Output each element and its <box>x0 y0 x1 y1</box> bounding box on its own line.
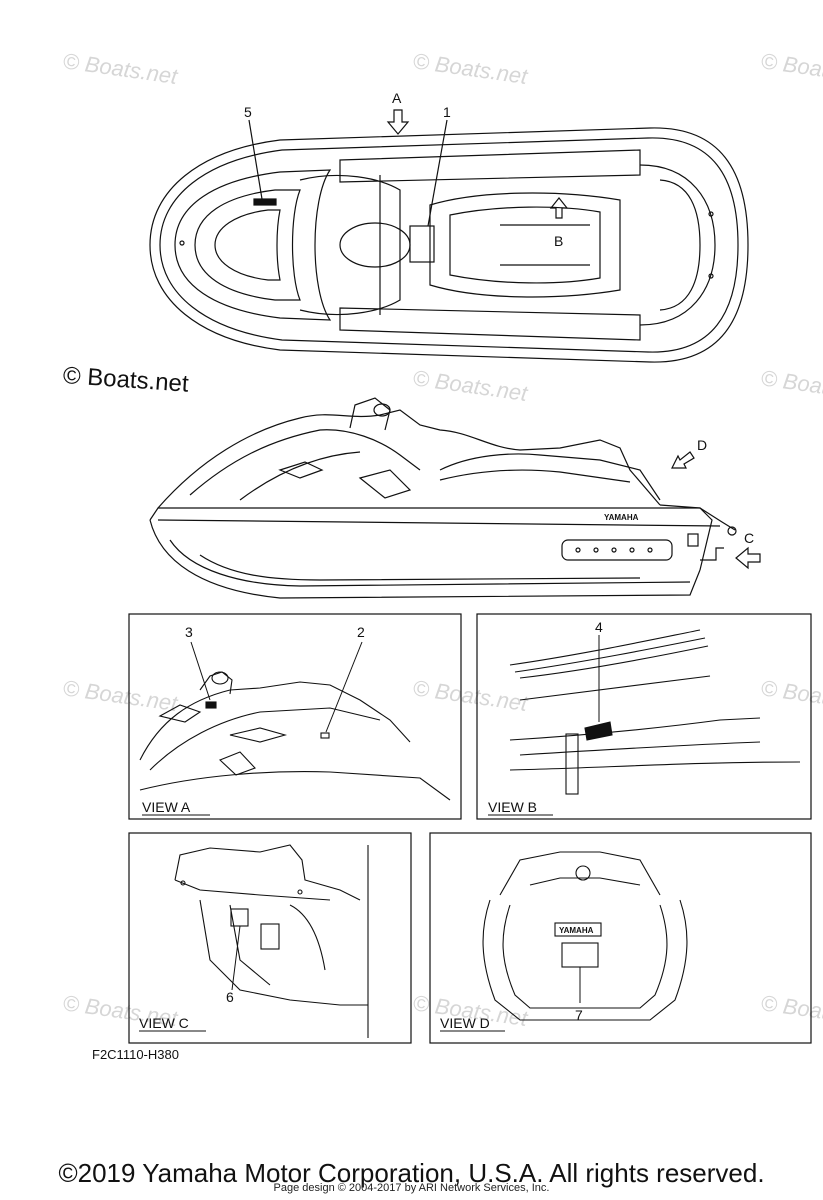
callout-5: 5 <box>244 104 252 120</box>
watermark: © Boats.net <box>61 48 180 89</box>
callout-4: 4 <box>595 619 603 635</box>
arrow-c-icon <box>735 546 761 570</box>
watermark: © Boats.net <box>759 48 823 89</box>
view-c-title: VIEW C <box>139 1015 189 1031</box>
callout-1: 1 <box>443 104 451 120</box>
watermark: © Boats.net <box>411 48 530 89</box>
view-d-title: VIEW D <box>440 1015 490 1031</box>
side-view-annotations <box>671 451 761 570</box>
rear-brand-logo: YAMAHA <box>559 926 594 935</box>
arrow-d-icon <box>671 451 695 469</box>
view-b-arrow-label: B <box>554 233 563 249</box>
watermark: © Boats.net <box>759 990 823 1031</box>
watermark: © Boats.net <box>759 675 823 716</box>
callout-3: 3 <box>185 624 193 640</box>
figure-code: F2C1110-H380 <box>92 1047 179 1062</box>
callout-6: 6 <box>226 989 234 1005</box>
watermark: © Boats.net <box>759 365 823 406</box>
side-brand-logo: YAMAHA <box>604 513 639 522</box>
top-view-watercraft <box>149 127 749 363</box>
watermark: © Boats.net <box>411 675 530 716</box>
top-view-annotations <box>248 109 569 227</box>
view-a-title: VIEW A <box>142 799 191 815</box>
arrow-a-icon <box>386 109 410 135</box>
watermark-layer: © Boats.net © Boats.net © Boats.net © Bo… <box>61 48 823 1031</box>
watermark: © Boats.net <box>61 675 180 716</box>
callout-2: 2 <box>357 624 365 640</box>
view-d-panel: YAMAHA <box>429 832 812 1044</box>
copyright-notice: ©2019 Yamaha Motor Corporation, U.S.A. A… <box>58 1158 765 1188</box>
view-c-panel <box>128 832 412 1044</box>
arrow-b-icon <box>549 197 569 219</box>
side-view-watercraft <box>149 397 737 599</box>
page-design-credit: Page design © 2004-2017 by ARI Network S… <box>273 1182 550 1194</box>
view-a-panel <box>128 613 462 820</box>
view-b-title: VIEW B <box>488 799 537 815</box>
view-c-arrow-label: C <box>744 530 754 546</box>
watermark: © Boats.net <box>411 365 530 406</box>
view-b-panel <box>476 613 812 820</box>
callout-7: 7 <box>575 1007 583 1023</box>
view-a-arrow-label: A <box>392 90 402 106</box>
view-d-arrow-label: D <box>697 437 707 453</box>
